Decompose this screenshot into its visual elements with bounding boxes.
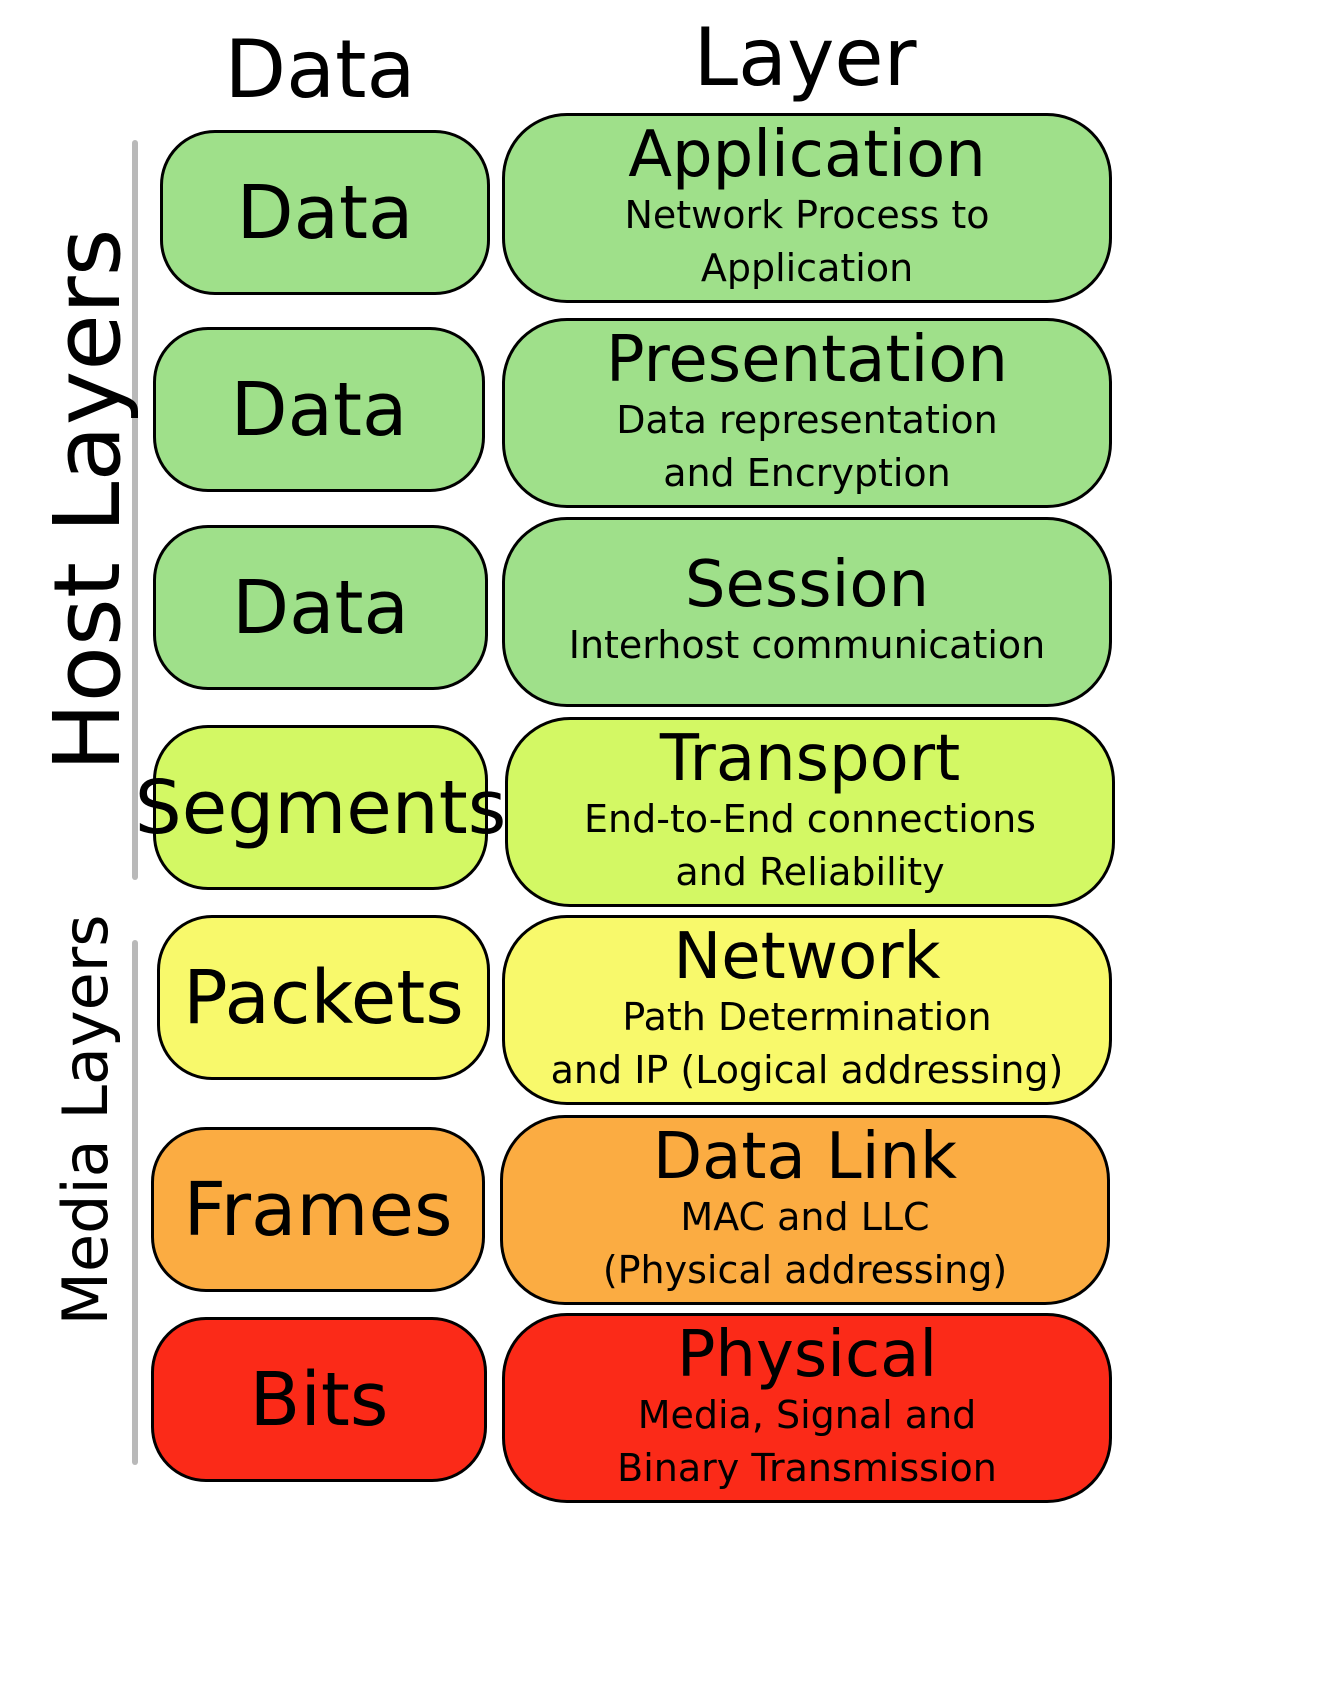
layer-name: Physical: [676, 1317, 938, 1392]
layer-pill-network: Network Path Determination and IP (Logic…: [502, 915, 1112, 1105]
layer-name: Application: [628, 117, 986, 192]
layer-description: End-to-End connections and Reliability: [584, 797, 1036, 894]
data-unit-pill: Segments: [135, 725, 506, 890]
layer-name: Session: [684, 548, 930, 623]
data-unit-label: Data: [236, 169, 414, 256]
layer-column-header: Layer: [693, 11, 917, 104]
data-unit-pill: Frames: [151, 1127, 485, 1292]
layer-name: Transport: [659, 721, 961, 796]
layer-description: Media, Signal and Binary Transmission: [617, 1393, 997, 1490]
data-unit-label: Data: [232, 564, 409, 651]
layer-pill-presentation: Presentation Data representation and Enc…: [502, 318, 1112, 508]
data-unit-pill: Data: [153, 327, 485, 492]
data-unit-label: Segments: [134, 764, 507, 851]
layer-name: Data Link: [652, 1119, 958, 1194]
layer-description: Network Process to Application: [624, 193, 990, 290]
layer-description: MAC and LLC (Physical addressing): [602, 1195, 1008, 1292]
data-unit-label: Bits: [249, 1356, 389, 1443]
data-unit-pill: Data: [160, 130, 490, 295]
layer-description: Interhost communication: [568, 623, 1046, 668]
layer-pill-application: Application Network Process to Applicati…: [502, 113, 1112, 303]
layer-pill-transport: Transport End-to-End connections and Rel…: [505, 717, 1115, 907]
layer-name: Presentation: [606, 322, 1008, 397]
media-layers-label: Media Layers: [49, 914, 122, 1326]
layer-description: Data representation and Encryption: [616, 398, 998, 495]
layer-name: Network: [673, 919, 941, 994]
host-layers-bracket: [132, 140, 138, 880]
layer-description: Path Determination and IP (Logical addre…: [550, 995, 1064, 1092]
media-layers-bracket: [132, 940, 138, 1465]
data-unit-label: Data: [230, 366, 408, 453]
data-unit-label: Packets: [183, 954, 464, 1041]
layer-pill-data-link: Data Link MAC and LLC (Physical addressi…: [500, 1115, 1110, 1305]
data-unit-pill: Packets: [157, 915, 490, 1080]
data-unit-pill: Bits: [151, 1317, 487, 1482]
data-unit-label: Frames: [183, 1166, 453, 1253]
data-column-header: Data: [224, 23, 416, 116]
layer-pill-physical: Physical Media, Signal and Binary Transm…: [502, 1313, 1112, 1503]
layer-pill-session: Session Interhost communication: [502, 517, 1112, 707]
host-layers-label: Host Layers: [34, 228, 141, 772]
data-unit-pill: Data: [153, 525, 488, 690]
